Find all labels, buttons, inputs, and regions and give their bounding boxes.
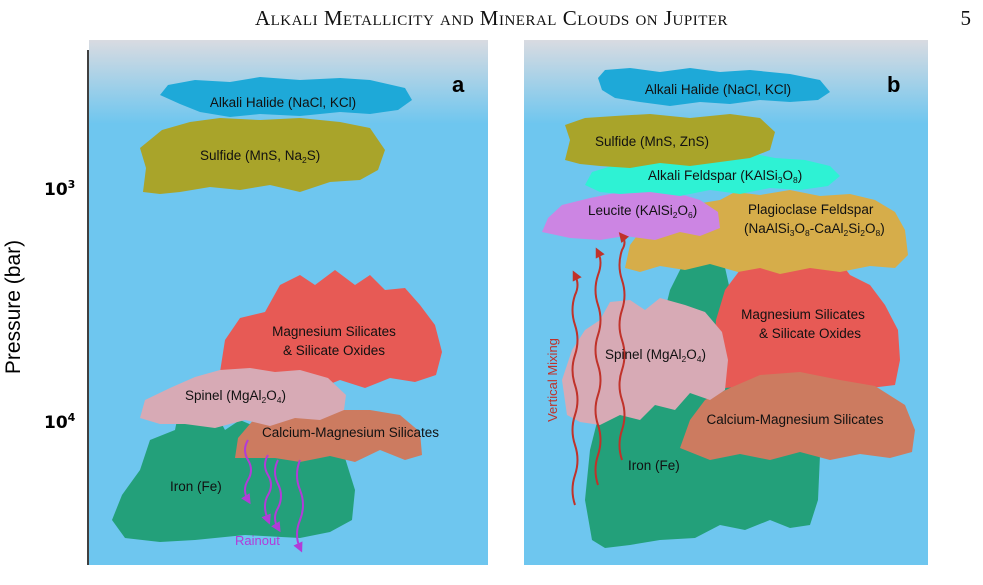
y-axis-title: Pressure (bar): [2, 240, 25, 374]
label-part: O: [686, 347, 697, 362]
cloud-sulfide: [565, 114, 775, 168]
mixing-arrow: [571, 270, 582, 506]
y-tick-label-1000: 103: [44, 178, 75, 200]
label-part: ): [702, 347, 707, 362]
label-subscript: 8: [876, 228, 881, 238]
label-part: Si: [848, 221, 860, 236]
label-calcium-magnesium-silicates: Calcium-Magnesium Silicates: [706, 412, 883, 427]
label-part: Leucite (KAlSi: [588, 203, 673, 218]
cloud-alkali-halide: [160, 77, 412, 117]
label-part: Spinel (MgAl: [605, 347, 682, 362]
tick-base: 10: [44, 413, 68, 433]
label-magnesium-silicates-line1: Magnesium Silicates: [272, 324, 396, 339]
page-number: 5: [960, 6, 972, 30]
label-subscript: 4: [697, 354, 702, 364]
cloud-leucite: [542, 188, 720, 240]
tick-base: 10: [44, 180, 68, 200]
label-part: O: [678, 203, 689, 218]
cloud-magnesium-silicates: [712, 238, 900, 388]
label-subscript: 2: [682, 354, 687, 364]
label-calcium-magnesium-silicates: Calcium-Magnesium Silicates: [262, 425, 439, 440]
mixing-arrow: [618, 232, 630, 461]
label-subscript: 2: [302, 155, 307, 165]
y-tick-label-10000: 104: [44, 411, 76, 433]
label-spinel: Spinel (MgAl2O4): [185, 388, 286, 405]
cloud-iron: [112, 402, 355, 542]
rainout-arrow: [261, 454, 272, 525]
cloud-spinel: [140, 368, 346, 428]
label-subscript: 8: [793, 175, 798, 185]
y-axis: Pressure (bar) 103 104: [2, 50, 89, 565]
label-subscript: 2: [844, 228, 849, 238]
label-sulfide: Sulfide (MnS, Na2S): [200, 148, 320, 165]
label-subscript: 3: [778, 175, 783, 185]
cloud-sulfide: [140, 118, 385, 194]
label-subscript: 2: [860, 228, 865, 238]
label-subscript: 2: [262, 395, 267, 405]
label-magnesium-silicates-line2: & Silicate Oxides: [759, 326, 861, 341]
label-part: (NaAlSi: [744, 221, 790, 236]
rainout-arrows: [241, 439, 304, 553]
cloud-magnesium-silicates: [220, 270, 442, 390]
label-part: -CaAl: [810, 221, 844, 236]
vertical-mixing-arrows: [571, 270, 582, 506]
rainout-arrow: [241, 439, 252, 505]
label-magnesium-silicates-line2: & Silicate Oxides: [283, 343, 385, 358]
label-part: Alkali Feldspar (KAlSi: [648, 168, 778, 183]
label-leucite: Leucite (KAlSi2O6): [588, 203, 697, 220]
tick-exponent: 4: [68, 411, 76, 424]
label-part: ): [880, 221, 885, 236]
panel-b-letter: b: [887, 72, 900, 97]
label-part: ): [798, 168, 803, 183]
label-subscript: 3: [790, 228, 795, 238]
label-part: O: [795, 221, 806, 236]
label-magnesium-silicates-line1: Magnesium Silicates: [741, 307, 865, 322]
panel-b: Alkali Halide (NaCl, KCl) Sulfide (MnS, …: [524, 40, 928, 565]
running-title: Alkali Metallicity and Mineral Clouds on…: [254, 6, 729, 30]
label-part: ): [693, 203, 698, 218]
label-part: O: [783, 168, 794, 183]
label-alkali-halide: Alkali Halide (NaCl, KCl): [210, 95, 356, 110]
label-spinel: Spinel (MgAl2O4): [605, 347, 706, 364]
label-vertical-mixing: Vertical Mixing: [545, 338, 560, 422]
label-part: O: [865, 221, 876, 236]
label-subscript: 8: [805, 228, 810, 238]
label-part: Sulfide (MnS, Na: [200, 148, 303, 163]
label-rainout: Rainout: [235, 533, 280, 548]
label-iron: Iron (Fe): [628, 458, 680, 473]
label-part: Spinel (MgAl: [185, 388, 262, 403]
label-alkali-feldspar: Alkali Feldspar (KAlSi3O8): [648, 168, 802, 185]
cloud-spinel: [562, 298, 728, 425]
label-part: O: [266, 388, 277, 403]
panel-a-letter: a: [452, 72, 465, 97]
label-iron: Iron (Fe): [170, 479, 222, 494]
cloud-calcium-magnesium-silicates: [680, 372, 915, 460]
vertical-mixing-arrows: [618, 232, 630, 461]
label-part: ): [282, 388, 287, 403]
label-plagioclase-line1: Plagioclase Feldspar: [748, 202, 874, 217]
page-header: Alkali Metallicity and Mineral Clouds on…: [0, 6, 983, 34]
label-plagioclase-line2: (NaAlSi3O8-CaAl2Si2O8): [744, 221, 885, 238]
label-subscript: 6: [688, 210, 693, 220]
panel-a: Alkali Halide (NaCl, KCl) Sulfide (MnS, …: [89, 40, 488, 565]
tick-exponent: 3: [68, 178, 76, 191]
label-sulfide: Sulfide (MnS, ZnS): [595, 134, 709, 149]
rainout-arrow: [271, 459, 282, 533]
label-alkali-halide: Alkali Halide (NaCl, KCl): [645, 82, 791, 97]
rainout-arrow: [293, 459, 304, 553]
mixing-arrow: [594, 247, 605, 486]
label-subscript: 4: [277, 395, 282, 405]
label-part: S): [307, 148, 321, 163]
label-subscript: 2: [673, 210, 678, 220]
cloud-alkali-halide: [598, 68, 830, 106]
vertical-mixing-arrows: [594, 247, 605, 486]
